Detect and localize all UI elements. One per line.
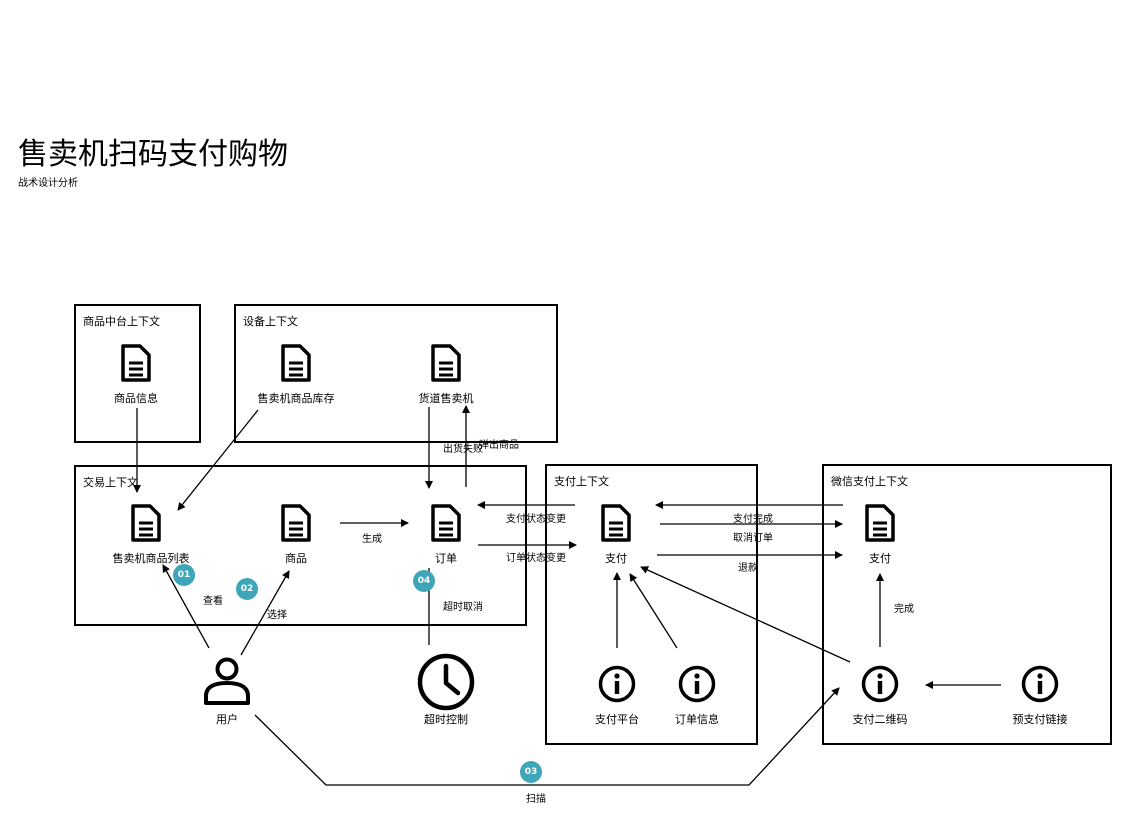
context-label: 微信支付上下文 — [831, 475, 908, 488]
step-badge-02: 02 — [236, 578, 258, 600]
step-badge-03: 03 — [520, 761, 542, 783]
node-label-wechat-payment: 支付 — [869, 552, 891, 565]
user-icon — [202, 656, 252, 712]
document-icon — [865, 504, 895, 546]
edge-select — [240, 570, 290, 656]
edge-label-refund: 退款 — [738, 563, 758, 574]
step-badge-04: 04 — [413, 570, 435, 592]
context-label: 设备上下文 — [243, 315, 298, 328]
step-badge-01: 01 — [173, 564, 195, 586]
edge-view — [162, 564, 210, 649]
node-label-timeout-control: 超时控制 — [424, 713, 468, 726]
edge-qrcode-to-payment — [640, 566, 851, 663]
node-label-prepay-link: 预支付链接 — [1012, 713, 1068, 726]
node-label-product-info: 商品信息 — [114, 392, 158, 405]
edge-label-view: 查看 — [203, 596, 223, 607]
context-device: 设备上下文 — [234, 304, 558, 443]
edge-label-timeout-cancel: 超时取消 — [443, 602, 483, 613]
page-subtitle: 战术设计分析 — [18, 178, 78, 189]
edge-label-generate: 生成 — [362, 534, 382, 545]
info-icon — [677, 664, 717, 708]
node-label-machine-inventory: 售卖机商品库存 — [257, 392, 335, 405]
context-label: 交易上下文 — [83, 476, 138, 489]
node-label-payment: 支付 — [605, 552, 627, 565]
edge-label-cancel-order: 取消订单 — [733, 533, 773, 544]
node-label-order-info: 订单信息 — [675, 713, 719, 726]
edge-label-select: 选择 — [267, 610, 287, 621]
document-icon — [121, 344, 151, 386]
node-label-pay-qrcode: 支付二维码 — [852, 713, 908, 726]
edge-label-order-status-change: 订单状态变更 — [506, 553, 566, 564]
node-label-product: 商品 — [285, 552, 307, 565]
edge-label-scan: 扫描 — [526, 794, 546, 805]
context-label: 支付上下文 — [554, 475, 609, 488]
edge-inventory-to-list — [177, 409, 259, 511]
document-icon — [601, 504, 631, 546]
document-icon — [131, 504, 161, 546]
edge-label-ship-fail: 出货失败 — [443, 444, 483, 455]
edge-label-pay-status-change: 支付状态变更 — [506, 514, 566, 525]
document-icon — [281, 504, 311, 546]
context-payment: 支付上下文 — [545, 464, 758, 745]
node-label-user: 用户 — [216, 713, 238, 726]
context-label: 商品中台上下文 — [83, 315, 160, 328]
node-label-cargo-lane: 货道售卖机 — [418, 392, 474, 405]
document-icon — [431, 344, 461, 386]
document-icon — [431, 504, 461, 546]
clock-icon — [416, 652, 476, 716]
edge-scan — [254, 687, 840, 786]
edge-label-complete: 完成 — [894, 604, 914, 615]
node-label-pay-platform: 支付平台 — [595, 713, 639, 726]
edge-order-info-to-payment — [629, 573, 678, 649]
document-icon — [281, 344, 311, 386]
edge-label-eject-product: 弹出商品 — [479, 440, 519, 451]
info-icon — [860, 664, 900, 708]
edge-label-pay-complete: 支付完成 — [733, 514, 773, 525]
info-icon — [597, 664, 637, 708]
node-label-machine-product-list: 售卖机商品列表 — [112, 552, 190, 565]
page-title: 售卖机扫码支付购物 — [18, 137, 288, 172]
info-icon — [1020, 664, 1060, 708]
node-label-order: 订单 — [435, 552, 457, 565]
context-wechat-pay: 微信支付上下文 — [822, 464, 1112, 745]
